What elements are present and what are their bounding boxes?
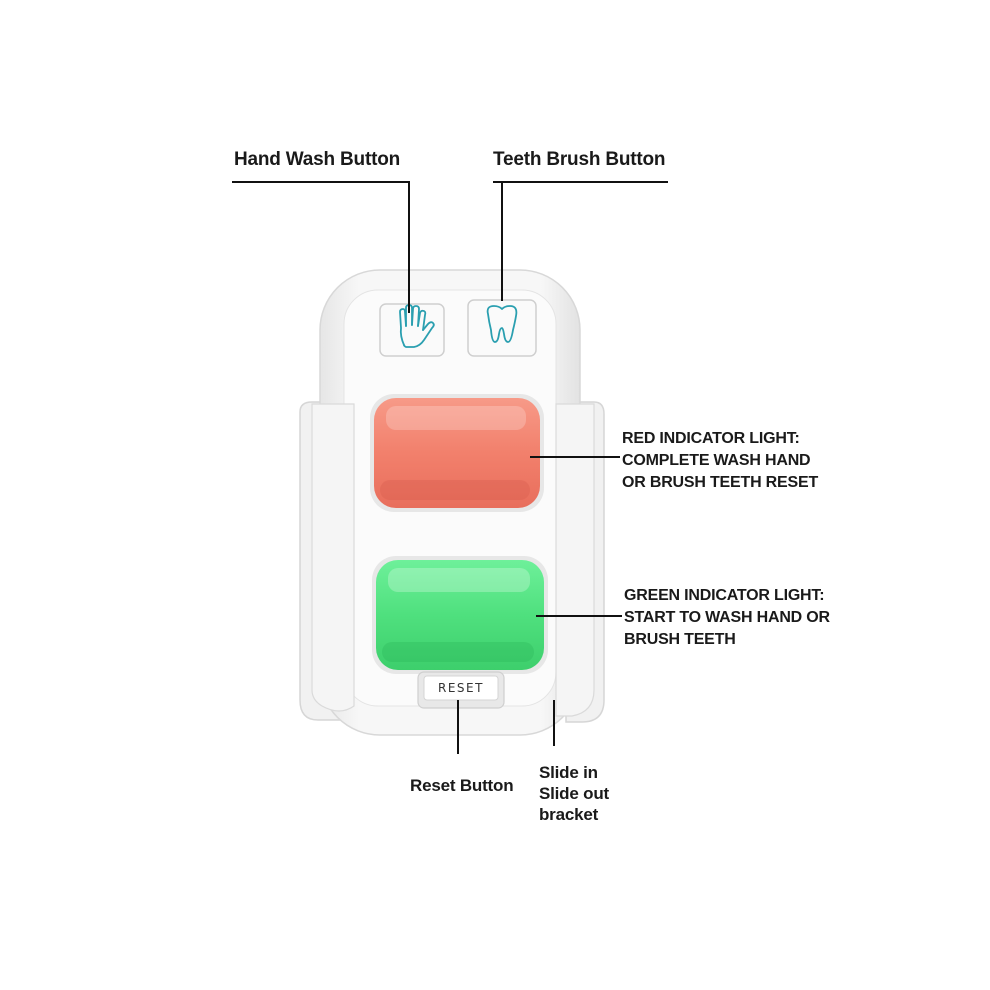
teeth-brush-label: Teeth Brush Button: [493, 149, 666, 170]
red-light-label-line: RED INDICATOR LIGHT:: [622, 430, 800, 447]
hand-wash-label: Hand Wash Button: [234, 149, 401, 170]
tooth-icon: [486, 305, 518, 343]
green-light-leader: [536, 615, 622, 617]
bracket-label-line: Slide out: [539, 784, 609, 803]
reset-leader: [457, 700, 459, 754]
teeth-brush-button[interactable]: [467, 299, 537, 357]
red-light-label: RED INDICATOR LIGHT: COMPLETE WASH HAND …: [622, 428, 818, 494]
teeth-brush-leader-v: [501, 181, 503, 301]
red-light-label-line: OR BRUSH TEETH RESET: [622, 474, 819, 491]
bracket-leader: [553, 700, 555, 746]
bracket-label: Slide in Slide out bracket: [539, 762, 609, 825]
hand-wash-leader-h: [232, 181, 410, 183]
bracket-label-line: Slide in: [539, 763, 598, 782]
red-indicator-light: [370, 394, 544, 512]
green-light-label-line: START TO WASH HAND OR: [624, 609, 830, 626]
green-light-label: GREEN INDICATOR LIGHT: START TO WASH HAN…: [624, 585, 830, 651]
reset-button-label: RESET: [438, 681, 484, 695]
reset-button-callout: Reset Button: [410, 776, 514, 795]
red-light-label-line: COMPLETE WASH HAND: [622, 452, 811, 469]
green-light-label-line: GREEN INDICATOR LIGHT:: [624, 587, 825, 604]
bracket-label-line: bracket: [539, 805, 599, 824]
hand-wash-button[interactable]: [379, 303, 445, 357]
teeth-brush-leader-h: [493, 181, 668, 183]
green-indicator-light: [372, 556, 548, 674]
red-light-leader: [530, 456, 620, 458]
green-light-label-line: BRUSH TEETH: [624, 631, 736, 648]
reset-button[interactable]: [417, 671, 505, 709]
hand-wash-leader-v: [408, 181, 410, 313]
